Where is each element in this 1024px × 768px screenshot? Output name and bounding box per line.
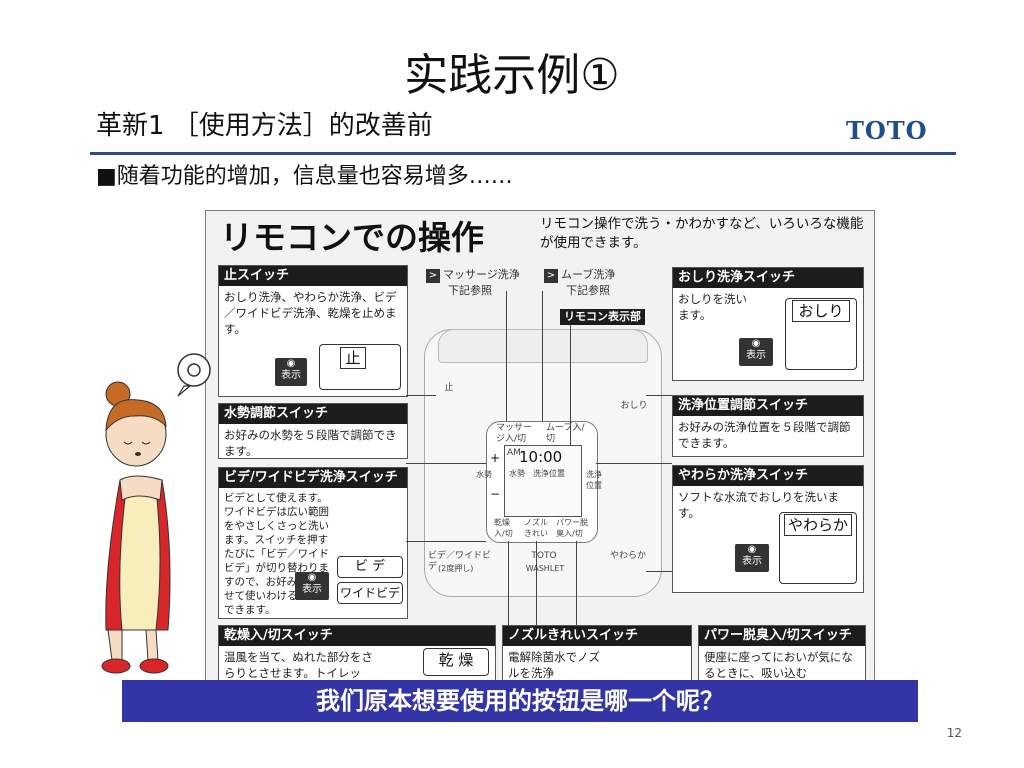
display-icon: ◉表示: [739, 338, 773, 366]
display-icon: ◉表示: [295, 572, 329, 600]
stop-button-label: 止: [444, 383, 454, 393]
manual-title: リモコンでの操作: [220, 218, 484, 257]
slide-title: 实践示例①: [404, 50, 620, 101]
water-pressure-box: 水勢調節スイッチ お好みの水勢を５段階で調節できます。: [218, 403, 408, 459]
page-number: 12: [946, 726, 962, 740]
connector-line: [596, 463, 672, 464]
nozzle-button-label: ノズルきれい: [524, 518, 548, 538]
stop-switch-box: 止スイッチ おしり洗浄、やわらか洗浄、ビデ／ワイドビデ洗浄、乾燥を止めます。 止…: [218, 265, 408, 397]
connector-line: [406, 395, 436, 396]
box-header: やわらか洗浄スイッチ: [673, 466, 863, 486]
connector-line: [536, 541, 537, 625]
toto-logo: TOTO: [846, 116, 928, 145]
display-icon: ◉表示: [735, 544, 769, 572]
wash-position-box: 洗浄位置調節スイッチ お好みの洗浄位置を５段階で調節できます。: [672, 395, 864, 457]
remote-top-buttons: [438, 329, 648, 363]
box-body: おしり洗浄、やわらか洗浄、ビデ／ワイドビデ洗浄、乾燥を止めます。: [224, 290, 397, 336]
remote-brand: TOTO: [531, 551, 557, 561]
box-body: ビデとして使えます。ワイドビデは広い範囲をやさしくさっと洗います。スイッチを押す…: [224, 492, 329, 616]
box-header: ビデ/ワイドビデ洗浄スイッチ: [219, 468, 407, 488]
display-icon: ◉表示: [275, 358, 307, 386]
lcd-yawaraka: やわらか: [779, 512, 857, 584]
move-chip: >ムーブ洗浄 下記参照: [544, 267, 615, 298]
box-header: おしり洗浄スイッチ: [673, 268, 863, 288]
remote-manual-illustration: リモコンでの操作 リモコン操作で洗う・かわかすなど、いろいろな機能が使用できます…: [205, 210, 875, 682]
slide-subtitle: 革新1 ［使用方法］的改善前: [96, 111, 433, 141]
move-button-label: ムーブ入/切: [546, 423, 585, 444]
box-body: 温風を当て、ぬれた部分をさらりとさせます。トイレッ: [224, 650, 373, 680]
manual-description: リモコン操作で洗う・かわかすなど、いろいろな機能が使用できます。: [540, 216, 864, 251]
box-body: ソフトな水流でおしりを洗います。: [678, 490, 839, 520]
box-body: おしりを洗います。: [678, 292, 747, 322]
deodor-button-label: パワー脱臭入/切: [556, 518, 588, 538]
connector-line: [570, 325, 571, 445]
lcd-stop: 止: [319, 344, 401, 390]
lcd-wide-bidet: ワイドビデ: [337, 582, 403, 604]
header-rule: [90, 152, 956, 155]
connector-line: [406, 463, 486, 464]
massage-chip: >マッサージ洗浄 下記参照: [426, 267, 520, 298]
lcd-bidet: ビ デ: [337, 556, 403, 578]
lcd-dryer: 乾 燥: [423, 648, 489, 676]
massage-button-label: マッサージ入/切: [496, 423, 533, 444]
connector-line: [506, 291, 507, 421]
arrow-icon: >: [544, 269, 558, 283]
box-header: 水勢調節スイッチ: [219, 404, 407, 424]
connector-line: [646, 395, 672, 396]
connector-line: [542, 291, 543, 421]
remote-time: 10:00: [519, 448, 563, 466]
nozzle-clean-box: ノズルきれいスイッチ 電解除菌水でノズルを洗浄: [502, 625, 692, 681]
connector-line: [508, 541, 509, 625]
confused-girl-illustration: [94, 330, 214, 690]
display-tag: リモコン表示部: [560, 309, 645, 325]
remote-lcd: AM 10:00 水勢 洗浄位置: [504, 445, 582, 517]
box-body: お好みの水勢を５段階で調節できます。: [224, 428, 397, 458]
bidet-switch-box: ビデ/ワイドビデ洗浄スイッチ ビデとして使えます。ワイドビデは広い範囲をやさしく…: [218, 467, 408, 619]
box-body: お好みの洗浄位置を５段階で調節できます。: [678, 420, 851, 450]
dryer-switch-box: 乾燥入/切スイッチ 温風を当て、ぬれた部分をさらりとさせます。トイレッ 乾 燥: [218, 625, 496, 681]
arrow-icon: >: [426, 269, 440, 283]
box-header: 止スイッチ: [219, 266, 407, 286]
box-body: 便座に座ってにおいが気になるときに、吸い込む: [704, 650, 853, 680]
yawaraka-button-label: やわらか: [610, 551, 647, 561]
soft-wash-box: やわらか洗浄スイッチ ソフトな水流でおしりを洗います。 やわらか ◉表示: [672, 465, 864, 593]
box-header: ノズルきれいスイッチ: [503, 626, 691, 646]
connector-line: [576, 541, 577, 625]
remote-model: WASHLET: [525, 564, 565, 573]
box-body: 電解除菌水でノズルを洗浄: [508, 650, 600, 680]
connector-line: [646, 571, 672, 572]
connector-line: [406, 541, 486, 542]
box-header: パワー脱臭入/切スイッチ: [699, 626, 865, 646]
question-banner: 我们原本想要使用的按钮是哪一个呢？: [122, 680, 918, 722]
oshiri-switch-box: おしり洗浄スイッチ おしりを洗います。 おしり ◉表示: [672, 267, 864, 381]
bullet-text: ■随着功能的增加，信息量也容易增多……: [96, 164, 513, 189]
power-deodorizer-box: パワー脱臭入/切スイッチ 便座に座ってにおいが気になるときに、吸い込む: [698, 625, 866, 681]
box-header: 洗浄位置調節スイッチ: [673, 396, 863, 416]
box-header: 乾燥入/切スイッチ: [219, 626, 495, 646]
oshiri-button-label: おしり: [620, 401, 648, 411]
power-button-label: 乾燥 入/切: [494, 518, 513, 538]
lcd-oshiri: おしり: [785, 298, 857, 370]
bidet-button-label: ビデ／ワイドビデ: [428, 551, 492, 572]
